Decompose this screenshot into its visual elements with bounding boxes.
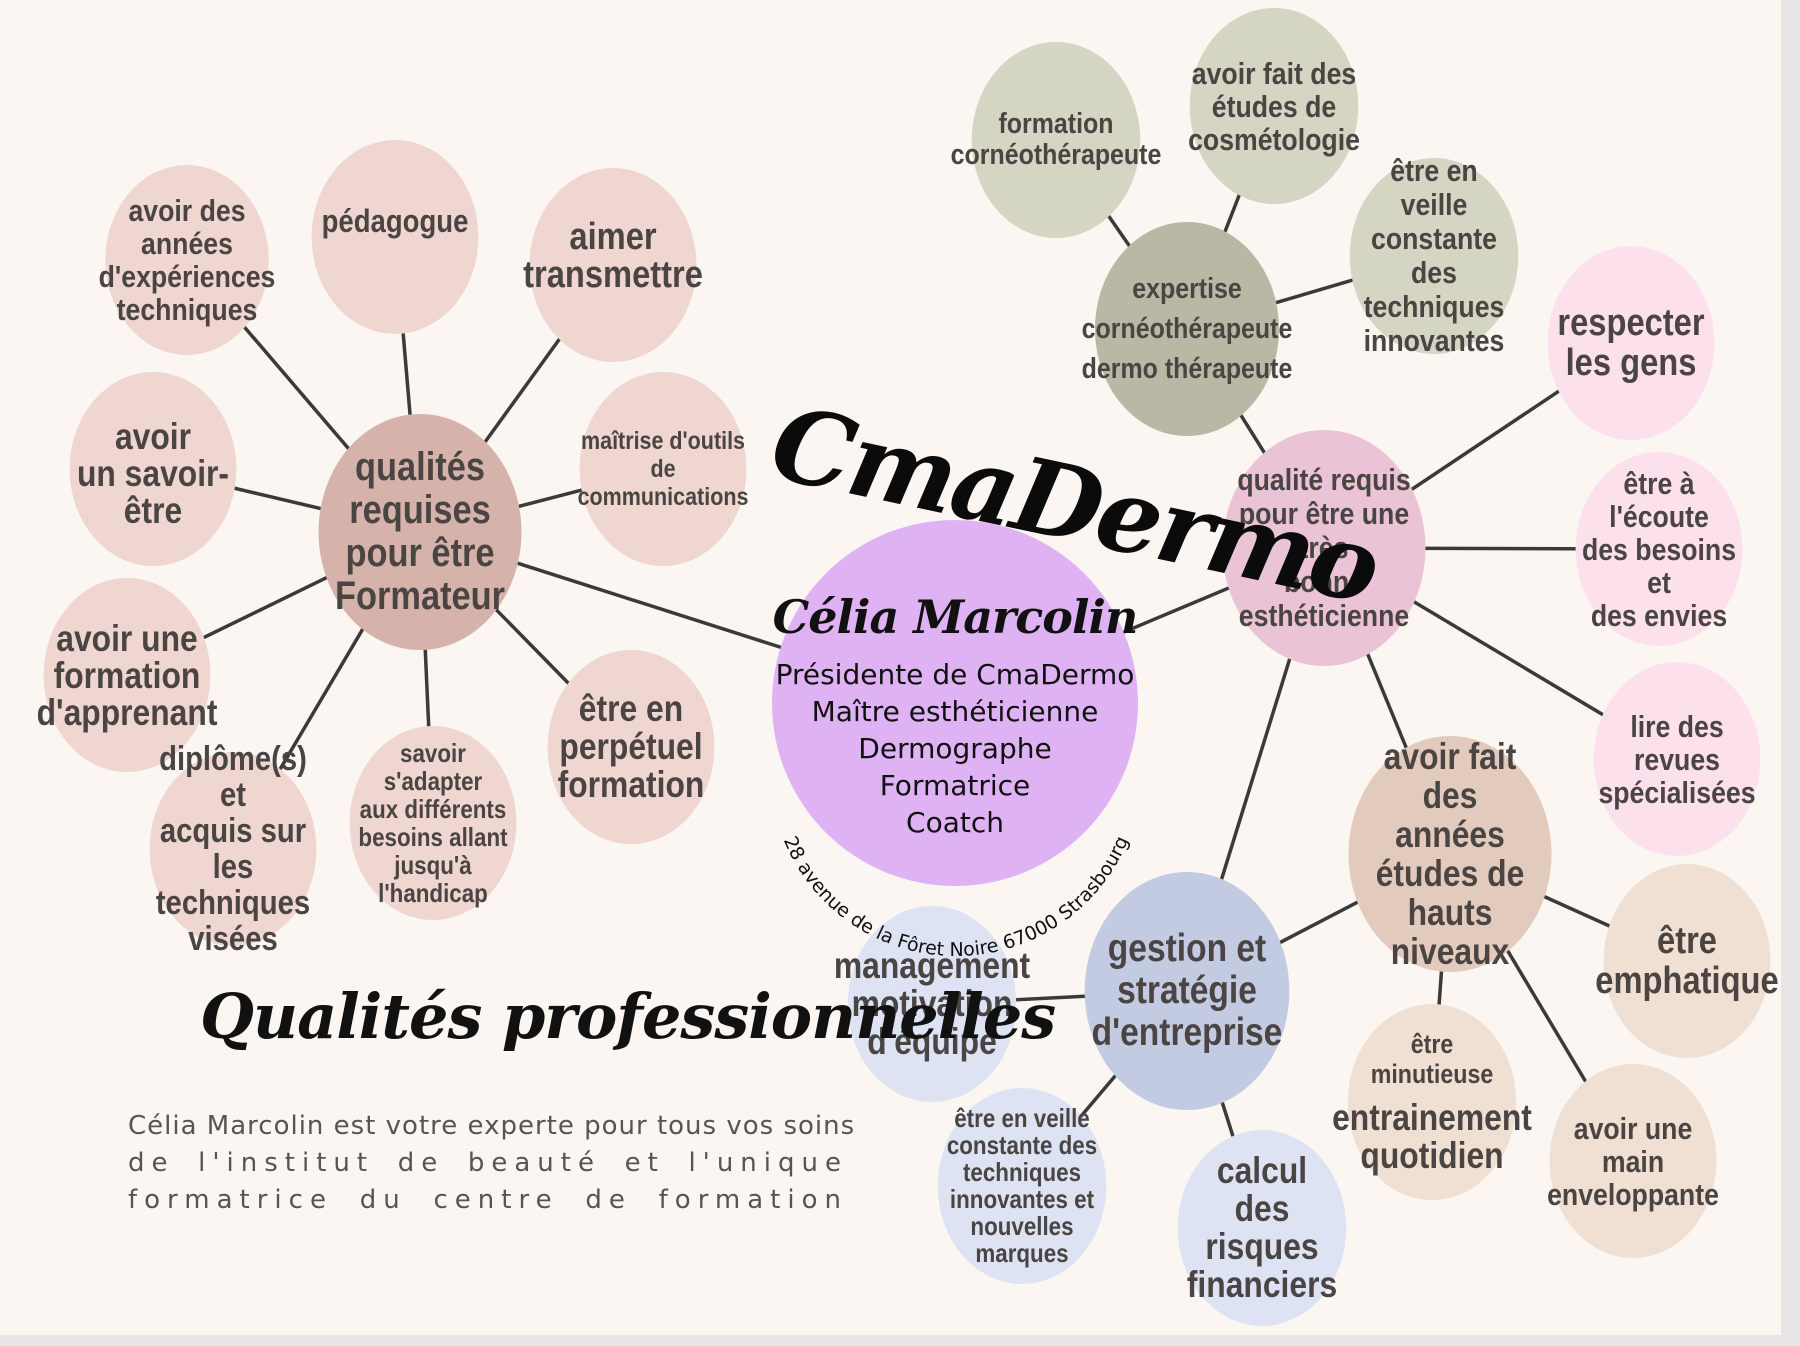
- node-label: être emphatique: [1595, 920, 1779, 1002]
- node-formation-apprenant: avoir une formation d'apprenant: [37, 578, 217, 772]
- node-label: entrainement quotidien: [1332, 1097, 1532, 1176]
- hub-formateur-label: qualités requises pour être Formateur: [334, 445, 506, 618]
- node-label: avoir des années d'expériences technique…: [98, 193, 276, 327]
- node-pedagogue: pédagogue: [311, 140, 479, 334]
- node-minutieuse: être minutieuse entrainement quotidien: [1332, 1004, 1532, 1200]
- node-savoir-adapter: savoir s'adapter aux différents besoins …: [349, 726, 517, 920]
- node-revues: lire des revues spécialisées: [1593, 662, 1761, 856]
- node-main-enveloppante: avoir une main enveloppante: [1547, 1064, 1719, 1258]
- node-label: être en perpétuel formation: [557, 688, 705, 805]
- node-cosmetologie: avoir fait des études de cosmétologie: [1188, 8, 1360, 204]
- section-title: Qualités professionnelles: [200, 980, 1056, 1053]
- node-label: être en veille constante des techniques …: [1363, 153, 1505, 358]
- role-line: Présidente de CmaDermo: [775, 658, 1135, 691]
- hub-gestion: gestion et stratégie d'entreprise: [1084, 872, 1290, 1110]
- role-line: Formatrice: [879, 769, 1031, 802]
- center-profile: Célia Marcolin Présidente de CmaDermo Ma…: [772, 520, 1138, 886]
- node-label: diplôme(s) et acquis sur les techniques …: [155, 740, 311, 958]
- node-ecoute: être à l'écoute des besoins et des envie…: [1575, 452, 1743, 646]
- node-label: avoir un savoir-être: [76, 416, 230, 531]
- hub-gestion-label: gestion et stratégie d'entreprise: [1091, 927, 1283, 1054]
- hub-estheticienne-label: qualité requis pour être une très bonne …: [1237, 462, 1411, 633]
- role-line: Coatch: [906, 806, 1004, 839]
- node-label: être en veille constante des techniques …: [946, 1103, 1098, 1268]
- center-roles: Présidente de CmaDermo Maître esthéticie…: [776, 656, 1135, 841]
- role-line: Maître esthéticienne: [811, 695, 1099, 728]
- node-veille-marques: être en veille constante des techniques …: [937, 1088, 1107, 1284]
- node-perpetuel-formation: être en perpétuel formation: [547, 650, 715, 844]
- node-maitrise-outils: maîtrise d'outils de communications: [577, 372, 749, 566]
- node-respecter: respecter les gens: [1547, 246, 1715, 440]
- node-label: calcul des risques financiers: [1186, 1150, 1338, 1305]
- description-line: formatrice du centre de formation: [128, 1185, 848, 1215]
- node-emphatique: être emphatique: [1595, 864, 1779, 1058]
- node-aimer-transmettre: aimer transmettre: [523, 168, 703, 362]
- node-label-small: être minutieuse: [1370, 1029, 1494, 1089]
- hub-etudes-label: avoir fait des années études de hauts ni…: [1375, 736, 1525, 972]
- node-management: management motivation d'équipe: [834, 906, 1030, 1102]
- node-veille-techniques: être en veille constante des techniques …: [1349, 154, 1519, 358]
- hub-expertise-label: expertise cornéothérapeute dermo thérape…: [1081, 273, 1293, 385]
- node-savoir-etre: avoir un savoir-être: [69, 372, 237, 566]
- role-line: Dermographe: [858, 732, 1052, 765]
- node-label: maîtrise d'outils de communications: [577, 427, 749, 511]
- node-label: formation cornéothérapeute: [950, 108, 1162, 171]
- hub-etudes-hauts-niveaux: avoir fait des années études de hauts ni…: [1348, 736, 1552, 972]
- node-label: management motivation d'équipe: [833, 945, 1031, 1062]
- node-formation-corneo: formation cornéothérapeute: [951, 42, 1161, 238]
- node-label: respecter les gens: [1557, 302, 1705, 384]
- description-line: de l'institut de beauté et l'unique: [128, 1148, 848, 1178]
- center-name: Célia Marcolin: [772, 590, 1139, 644]
- node-label: aimer transmettre: [523, 216, 703, 296]
- hub-expertise: expertise cornéothérapeute dermo thérape…: [1082, 222, 1292, 436]
- description-line: Célia Marcolin est votre experte pour to…: [128, 1111, 856, 1141]
- node-diplomes: diplôme(s) et acquis sur les techniques …: [149, 741, 317, 957]
- node-label: avoir fait des études de cosmétologie: [1188, 55, 1360, 157]
- node-label: pédagogue: [321, 203, 469, 239]
- node-label: avoir une main enveloppante: [1547, 1110, 1719, 1212]
- hub-formateur: qualités requises pour être Formateur: [318, 414, 522, 650]
- node-label: lire des revues spécialisées: [1598, 708, 1756, 810]
- node-annees-experience: avoir des années d'expériences technique…: [99, 165, 275, 355]
- hub-qualite-estheticienne: qualité requis pour être une très bonne …: [1222, 430, 1426, 666]
- node-label: savoir s'adapter aux différents besoins …: [358, 738, 508, 908]
- node-label: être à l'écoute des besoins et des envie…: [1581, 465, 1737, 633]
- node-label: avoir une formation d'apprenant: [36, 617, 218, 733]
- section-description: Célia Marcolin est votre experte pour to…: [128, 1108, 856, 1219]
- node-risques: calcul des risques financiers: [1177, 1130, 1347, 1326]
